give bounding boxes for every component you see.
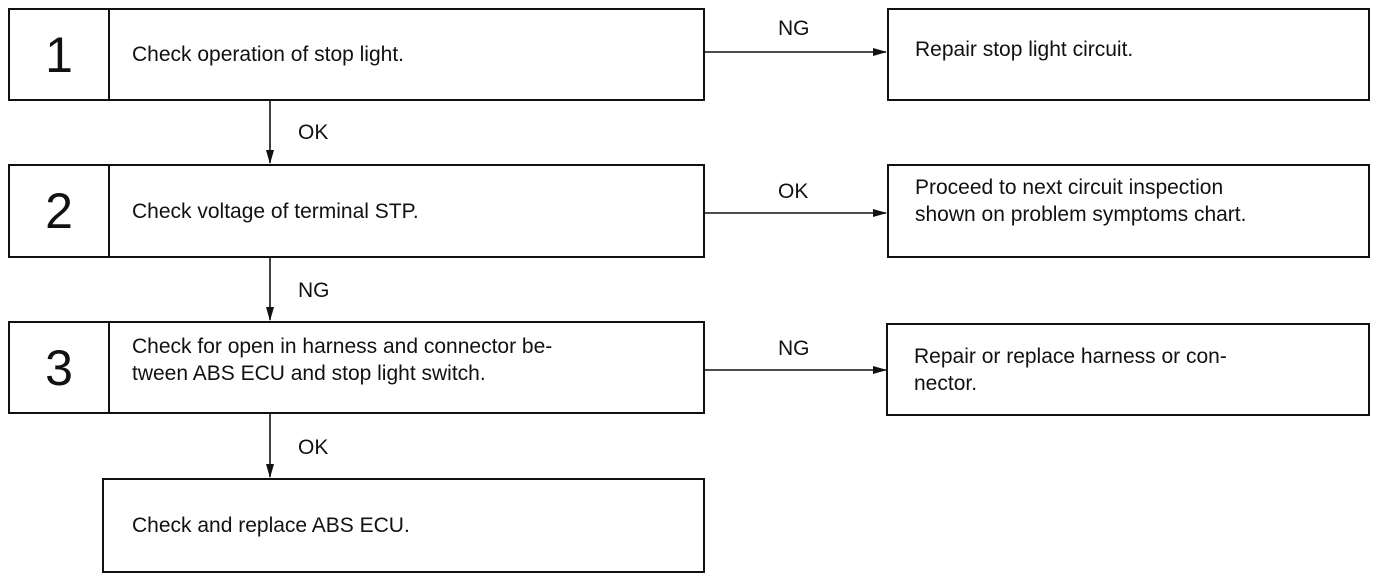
final-step-box: Check and replace ABS ECU. xyxy=(102,478,705,573)
step-number: 3 xyxy=(10,323,110,412)
final-step-text: Check and replace ABS ECU. xyxy=(132,514,410,537)
step-number: 1 xyxy=(10,10,110,99)
outcome-3-box: Repair or replace harness or con- nector… xyxy=(886,323,1370,416)
step-text: Check operation of stop light. xyxy=(132,43,404,66)
outcome-text: Repair or replace harness or con- nector… xyxy=(914,345,1227,395)
label-step1-ok: OK xyxy=(298,121,329,144)
label-step3-ok: OK xyxy=(298,436,329,459)
step-text: Check for open in harness and connector … xyxy=(132,335,553,385)
step-number: 2 xyxy=(10,166,110,256)
step-text: Check voltage of terminal STP. xyxy=(132,199,419,223)
outcome-text: Proceed to next circuit inspection shown… xyxy=(915,176,1247,226)
label-step1-ng: NG xyxy=(778,17,810,40)
label-step2-ng: NG xyxy=(298,279,330,302)
outcome-1-box: Repair stop light circuit. xyxy=(887,8,1370,101)
outcome-text: Repair stop light circuit. xyxy=(915,38,1134,61)
step-3-box: 3 Check for open in harness and connecto… xyxy=(8,321,705,414)
label-step3-ng: NG xyxy=(778,337,810,360)
step-2-box: 2 Check voltage of terminal STP. xyxy=(8,164,705,258)
step-1-box: 1 Check operation of stop light. xyxy=(8,8,705,101)
outcome-2-box: Proceed to next circuit inspection shown… xyxy=(887,164,1370,258)
label-step2-ok: OK xyxy=(778,180,809,203)
